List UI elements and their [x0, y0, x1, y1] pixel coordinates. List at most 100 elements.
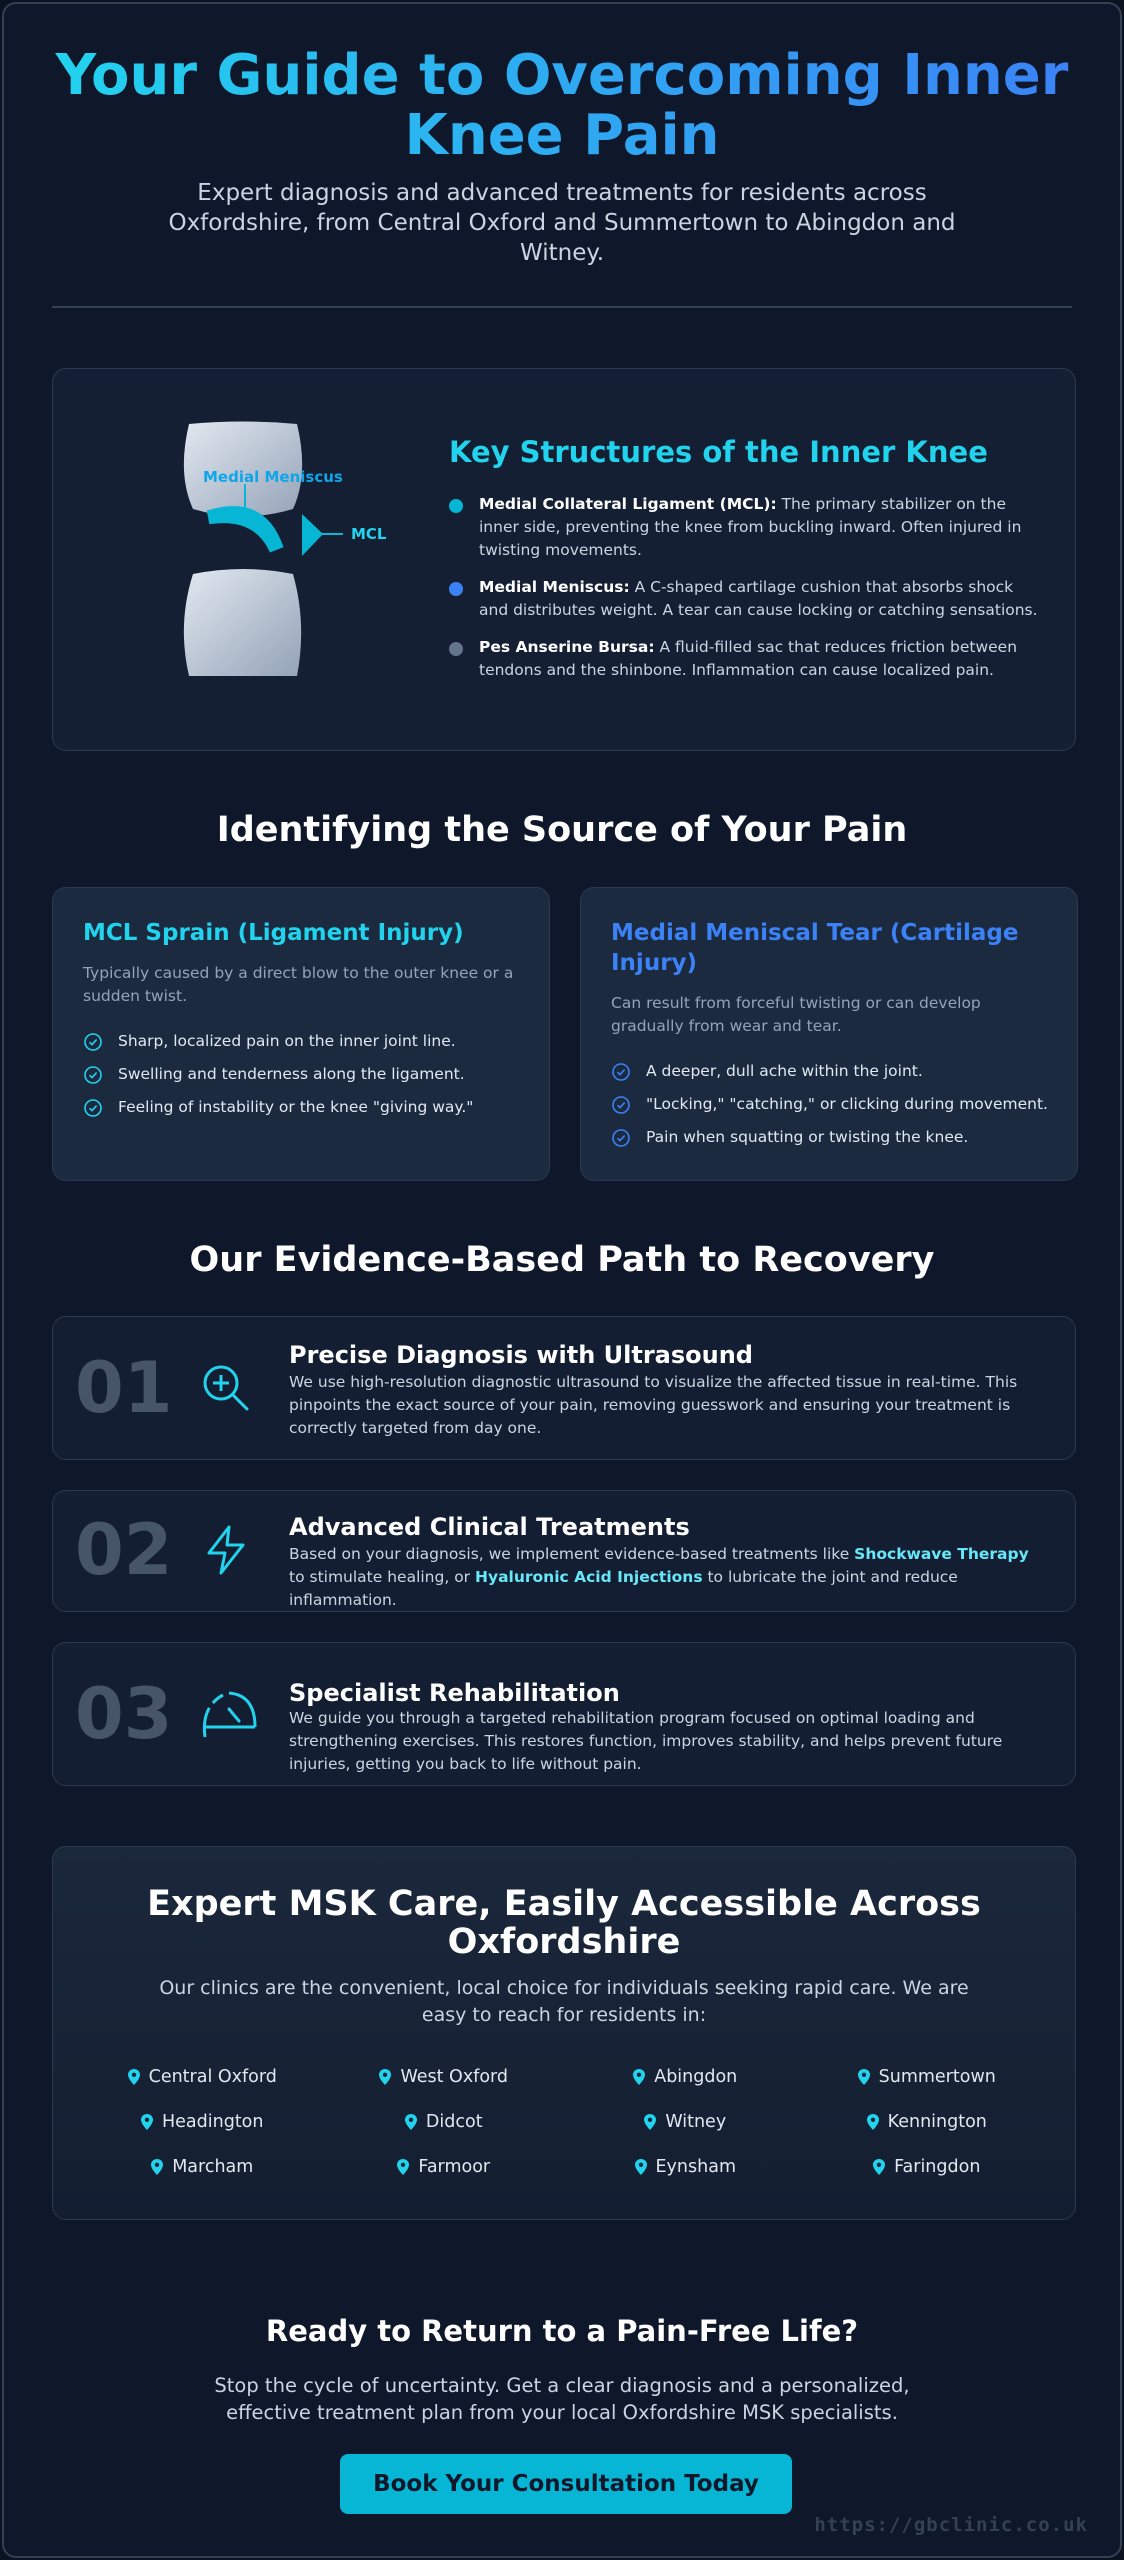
map-pin-icon — [127, 2068, 140, 2085]
location-name: Didcot — [425, 2111, 483, 2132]
structure-item: Medial Collateral Ligament (MCL): The pr… — [449, 493, 1039, 562]
identify-title: Identifying the Source of Your Pain — [216, 810, 908, 850]
page-subtitle: Expert diagnosis and advanced treatments… — [168, 180, 956, 266]
check-circle-icon — [612, 1129, 630, 1147]
step-number: 03 — [75, 1673, 173, 1755]
check-circle-icon — [612, 1063, 630, 1081]
location-item: Witney — [564, 2110, 806, 2133]
knee-diagram: Medial Meniscus MCL — [183, 421, 387, 676]
symptom-item: Pain when squatting or twisting the knee… — [611, 1126, 1057, 1148]
location-name: Central Oxford — [148, 2066, 277, 2087]
map-pin-icon — [151, 2158, 164, 2175]
location-name: Eynsham — [655, 2156, 737, 2177]
magnify-plus-icon — [203, 1365, 249, 1411]
step-text: We use high-resolution diagnostic ultras… — [289, 1373, 1018, 1437]
mcl-label: MCL — [351, 525, 387, 543]
cta-title: Ready to Return to a Pain-Free Life? — [265, 2314, 859, 2348]
cta-text: Stop the cycle of uncertainty. Get a cle… — [214, 2374, 910, 2424]
bullet-dot — [449, 582, 463, 596]
bullet-dot — [449, 499, 463, 513]
location-item: Eynsham — [564, 2155, 806, 2178]
gauge-icon — [202, 1691, 257, 1738]
locations-title: Expert MSK Care, Easily Accessible Acros… — [147, 1884, 981, 1962]
meniscus-label: Medial Meniscus — [203, 468, 343, 486]
symptom-item: Feeling of instability or the knee "givi… — [83, 1096, 529, 1118]
symptom-item: "Locking," "catching," or clicking durin… — [611, 1093, 1057, 1115]
mcl-sprain-card: MCL Sprain (Ligament Injury) Typically c… — [52, 887, 550, 1181]
structures-list: Medial Collateral Ligament (MCL): The pr… — [449, 493, 1039, 696]
recovery-step-1: 01 Precise Diagnosis with Ultrasound We … — [52, 1316, 1076, 1460]
location-item: Headington — [81, 2110, 323, 2133]
symptom-item: A deeper, dull ache within the joint. — [611, 1060, 1057, 1082]
card-title: Medial Meniscal Tear (Cartilage Injury) — [611, 920, 1019, 976]
map-pin-icon — [866, 2113, 879, 2130]
meniscus-shape — [206, 506, 284, 553]
location-name: West Oxford — [400, 2066, 509, 2087]
map-pin-icon — [644, 2113, 657, 2130]
recovery-title: Our Evidence-Based Path to Recovery — [189, 1240, 935, 1280]
card-title: MCL Sprain (Ligament Injury) — [83, 920, 464, 946]
step-text: We guide you through a targeted rehabili… — [289, 1709, 1003, 1773]
step-number: 01 — [75, 1347, 173, 1429]
location-item: Faringdon — [806, 2155, 1048, 2178]
location-item: Kennington — [806, 2110, 1048, 2133]
location-name: Faringdon — [894, 2156, 981, 2177]
structure-item: Pes Anserine Bursa: A fluid-filled sac t… — [449, 636, 1039, 682]
symptom-list: A deeper, dull ache within the joint. "L… — [611, 1060, 1057, 1159]
locations-lead: Our clinics are the convenient, local ch… — [159, 1977, 969, 2026]
highlight-shockwave: Shockwave Therapy — [854, 1545, 1029, 1563]
card-description: Typically caused by a direct blow to the… — [83, 964, 514, 1005]
locations-grid: Central Oxford West Oxford Abingdon Summert… — [81, 2065, 1047, 2178]
check-circle-icon — [84, 1066, 102, 1084]
map-pin-icon — [633, 2068, 646, 2085]
location-name: Witney — [665, 2111, 727, 2132]
anatomy-title: Key Structures of the Inner Knee — [449, 435, 988, 469]
location-name: Farmoor — [418, 2156, 491, 2177]
tibia-bone — [183, 569, 302, 676]
location-name: Abingdon — [654, 2066, 738, 2087]
location-name: Headington — [162, 2111, 264, 2132]
map-pin-icon — [397, 2158, 410, 2175]
map-pin-icon — [873, 2158, 886, 2175]
page-title: Your Guide to Overcoming Inner Knee Pain — [44, 46, 1080, 166]
map-pin-icon — [379, 2068, 392, 2085]
femur-bone — [183, 421, 303, 517]
symptom-item: Sharp, localized pain on the inner joint… — [83, 1030, 529, 1052]
recovery-step-2: 02 Advanced Clinical Treatments Based on… — [52, 1490, 1076, 1612]
step-text: Based on your diagnosis, we implement ev… — [289, 1545, 1029, 1609]
symptom-list: Sharp, localized pain on the inner joint… — [83, 1030, 529, 1129]
location-name: Marcham — [172, 2156, 254, 2177]
location-item: Abingdon — [564, 2065, 806, 2088]
map-pin-icon — [141, 2113, 153, 2130]
step-number: 02 — [75, 1509, 173, 1591]
location-name: Kennington — [887, 2111, 987, 2132]
check-circle-icon — [84, 1033, 102, 1051]
location-item: West Oxford — [323, 2065, 565, 2088]
footer-url: https://gbclinic.co.uk — [814, 2514, 1088, 2536]
recovery-step-3: 03 Specialist Rehabilitation We guide yo… — [52, 1642, 1076, 1786]
location-item: Summertown — [806, 2065, 1048, 2088]
map-pin-icon — [634, 2158, 647, 2175]
location-name: Summertown — [878, 2066, 996, 2087]
step-title: Precise Diagnosis with Ultrasound — [289, 1341, 753, 1369]
highlight-hyaluronic: Hyaluronic Acid Injections — [475, 1568, 703, 1586]
locations-card: Expert MSK Care, Easily Accessible Acros… — [52, 1846, 1076, 2220]
anatomy-card: Medial Meniscus MCL Key Structures of th… — [52, 368, 1076, 751]
lightning-bolt-icon — [207, 1525, 245, 1575]
map-pin-icon — [404, 2113, 417, 2130]
mcl-shape — [302, 514, 323, 556]
book-consultation-button[interactable]: Book Your Consultation Today — [340, 2454, 792, 2514]
meniscal-tear-card: Medial Meniscal Tear (Cartilage Injury) … — [580, 887, 1078, 1181]
step-title: Advanced Clinical Treatments — [289, 1513, 690, 1541]
symptom-item: Swelling and tenderness along the ligame… — [83, 1063, 529, 1085]
step-title: Specialist Rehabilitation — [289, 1679, 620, 1707]
location-item: Central Oxford — [81, 2065, 323, 2088]
location-item: Farmoor — [323, 2155, 565, 2178]
divider — [52, 306, 1072, 308]
map-pin-icon — [857, 2068, 870, 2085]
check-circle-icon — [612, 1096, 630, 1114]
check-circle-icon — [84, 1099, 102, 1117]
location-item: Didcot — [323, 2110, 565, 2133]
card-description: Can result from forceful twisting or can… — [611, 994, 981, 1035]
